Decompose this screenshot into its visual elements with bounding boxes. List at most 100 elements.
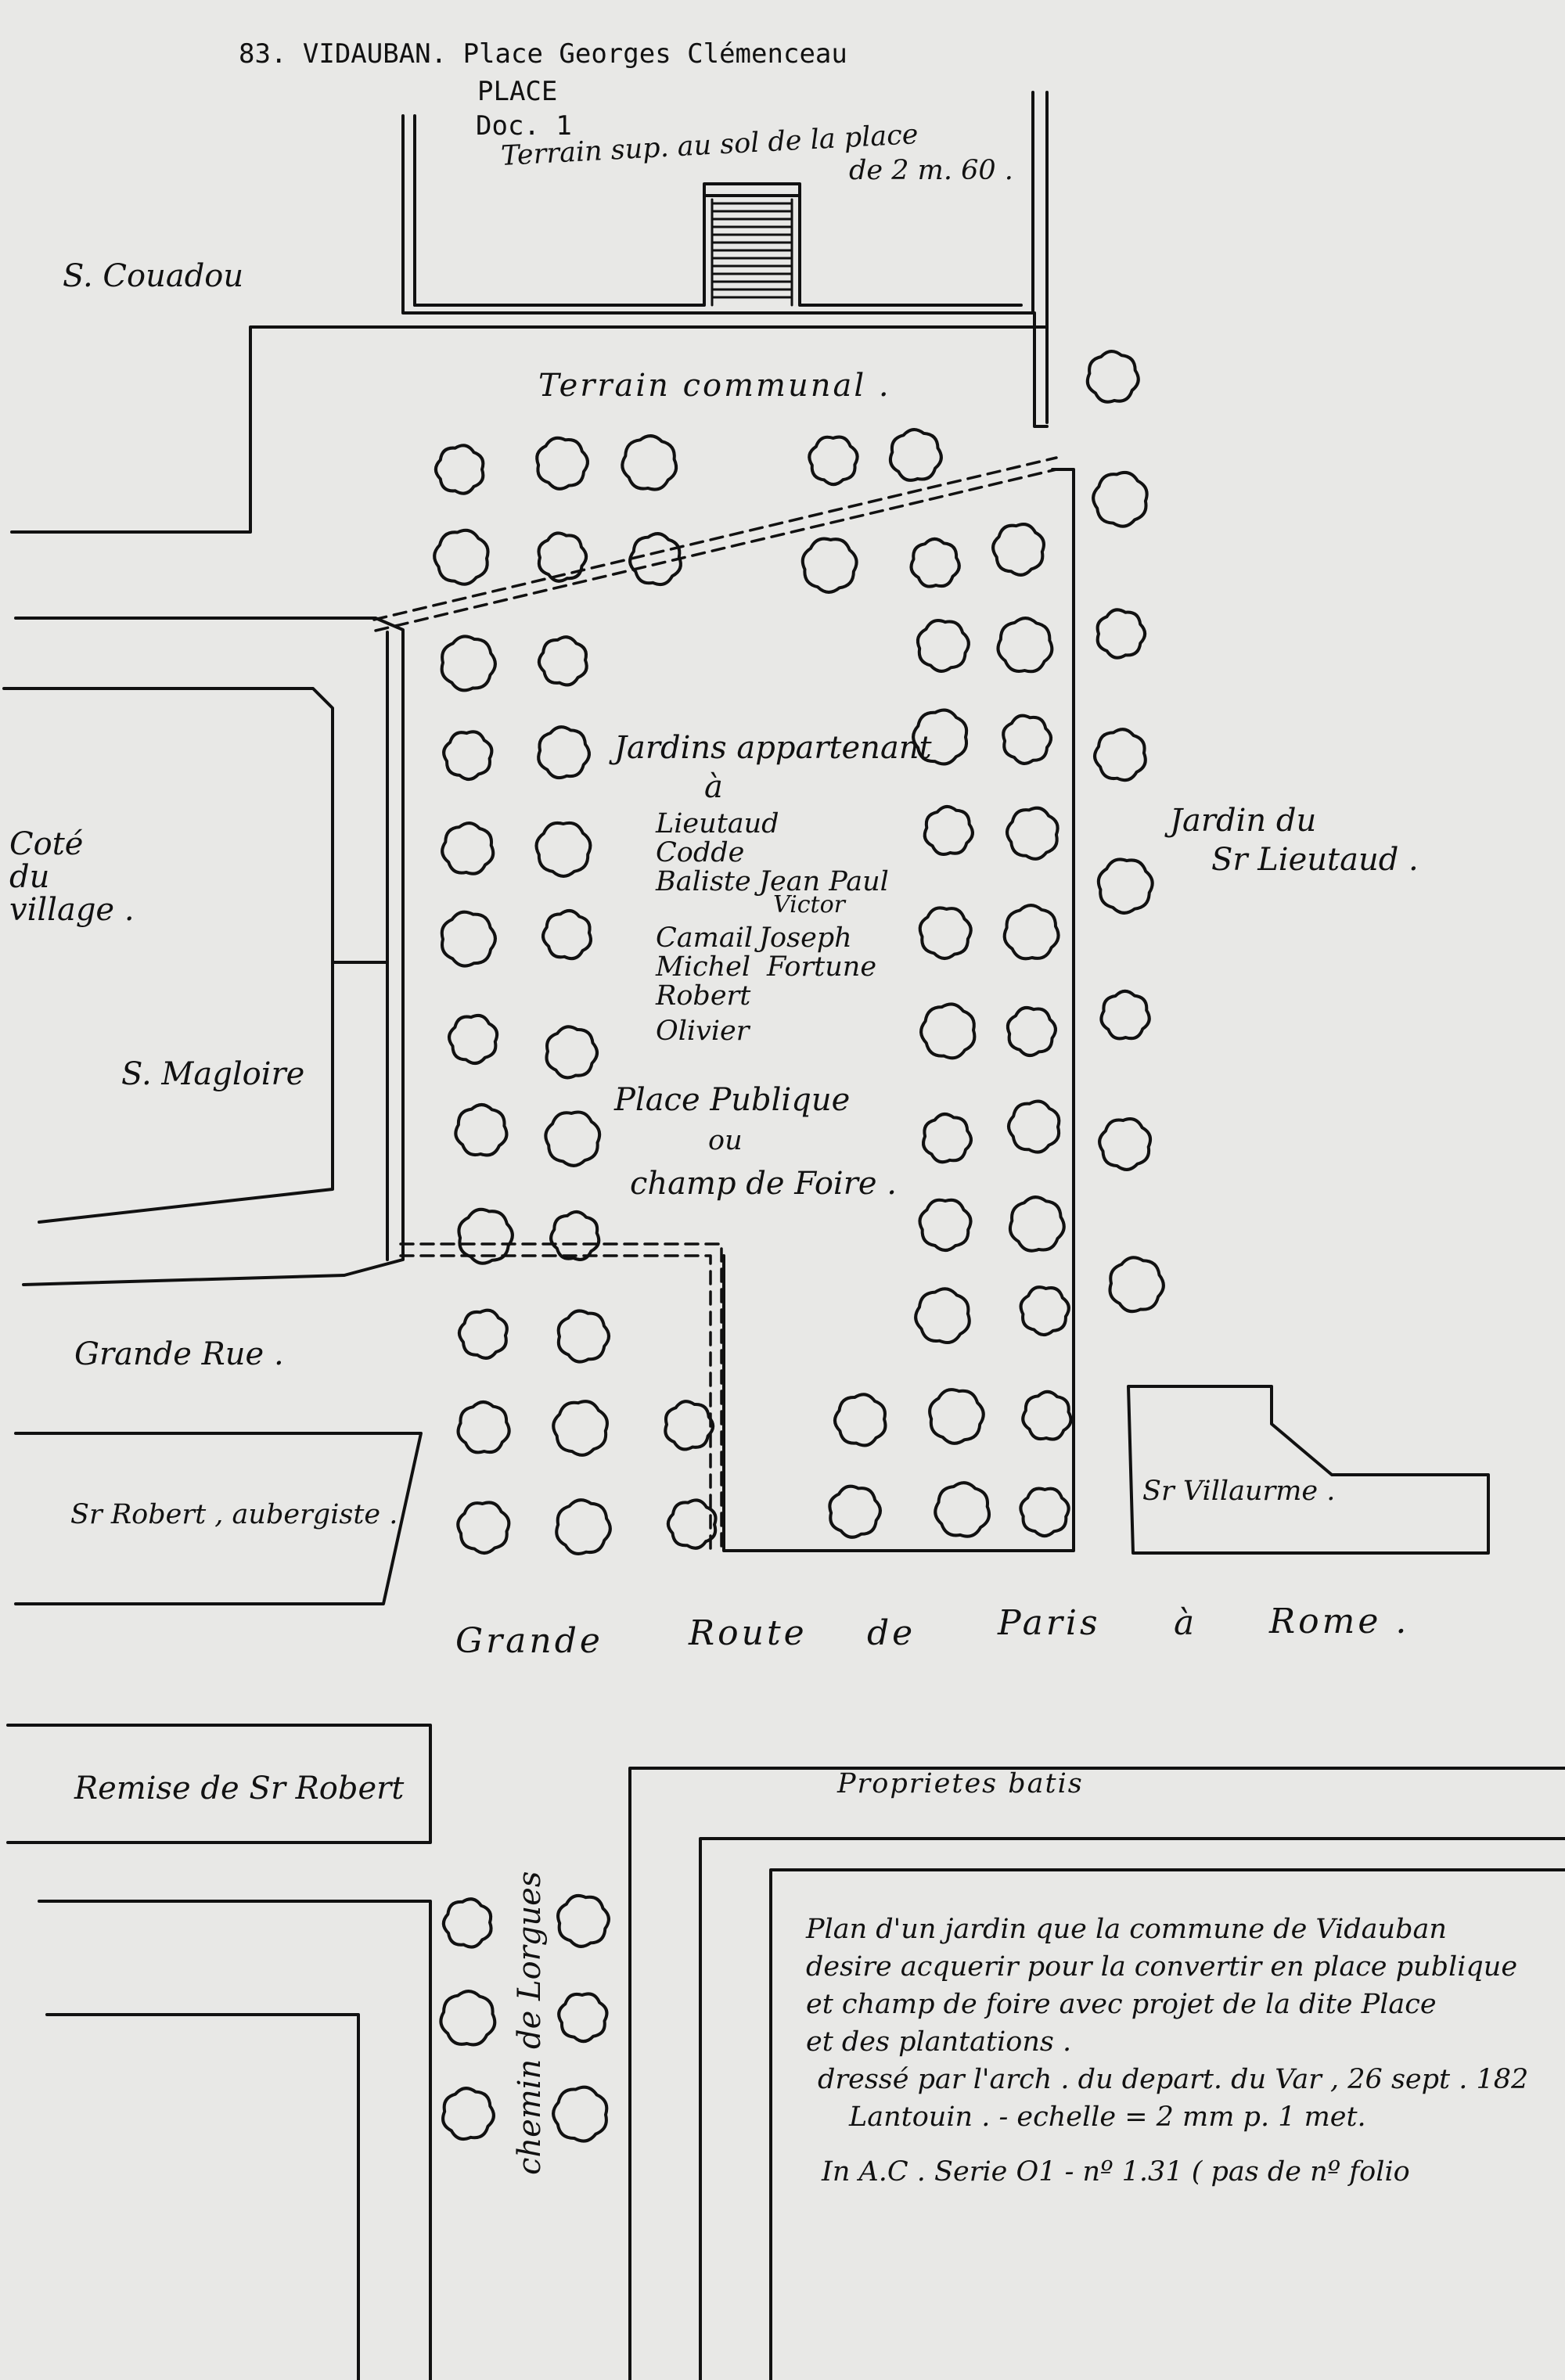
magloire-block [2, 617, 405, 1286]
tree-symbol [664, 1400, 715, 1451]
label-s-couadou: S. Couadou [63, 258, 244, 294]
label-s-magloire: S. Magloire [121, 1056, 305, 1092]
label-cote-du-village: Coté du village . [9, 828, 135, 926]
tree-symbol [555, 1498, 612, 1555]
label-proprietes: Proprietes batis [837, 1768, 1084, 1799]
tree-symbol [912, 708, 969, 766]
tree-symbol [919, 1002, 977, 1060]
tree-symbol [1007, 1099, 1061, 1154]
tree-symbol [666, 1498, 718, 1550]
tree-symbol [440, 910, 497, 968]
couadou-boundary [10, 325, 1049, 534]
road-word-2: Route [689, 1613, 808, 1653]
lower-lane-left [38, 1900, 432, 2380]
tree-symbol [628, 532, 682, 586]
tree-symbol [1092, 470, 1149, 528]
owner-row: Robert [656, 982, 779, 1017]
tree-symbol [557, 1992, 609, 2044]
tree-symbol [1002, 714, 1053, 765]
tree-symbol [923, 804, 974, 856]
tree-plantations [433, 350, 1165, 2143]
tree-symbol [1098, 1117, 1152, 1171]
label-jardin-lieutaud: Jardin du [1170, 803, 1317, 839]
properties-outline-2 [699, 1837, 1565, 2380]
terrain-sup-note-height: de 2 m. 60 . [849, 155, 1013, 186]
legend-line: et des plantations . [806, 2026, 1072, 2058]
road-word-4: Paris [998, 1603, 1101, 1643]
owner-name: Camail [656, 922, 754, 954]
tree-symbol [1099, 989, 1151, 1041]
tree-symbol [537, 635, 588, 687]
tree-symbol [928, 1388, 985, 1445]
remise-block [6, 1724, 432, 1844]
legend-line: desire acquerir pour la convertir en pla… [806, 1951, 1518, 1983]
label-place-publique: Place Publique [614, 1082, 851, 1118]
owner-name: Olivier [656, 1016, 750, 1047]
tree-symbol [621, 434, 678, 491]
tree-symbol [1019, 1285, 1070, 1337]
owner-row: Olivier [656, 1017, 779, 1046]
tree-symbol [918, 1198, 973, 1253]
label-jardins-a: à [704, 769, 723, 805]
villaurme-block [1127, 1385, 1490, 1555]
tree-symbol [535, 436, 589, 491]
cote-line-2: du [9, 859, 50, 895]
tree-symbol [1108, 1256, 1165, 1314]
owner-first-name: Fortune [767, 951, 877, 983]
tree-symbol [440, 635, 497, 692]
top-terrace [401, 91, 1049, 428]
legend-line: et champ de foire avec projet de la dite… [806, 1989, 1437, 2020]
road-word-5: à [1174, 1603, 1198, 1643]
tree-symbol [1085, 350, 1140, 404]
staircase [711, 198, 793, 307]
header-doc: Doc. 1 [476, 110, 572, 142]
tree-symbol [1006, 806, 1060, 861]
road-word-3: de [867, 1613, 916, 1653]
tree-symbol [456, 1501, 511, 1555]
tree-symbol [1096, 608, 1147, 660]
label-jardin-lieutaud-owner: Sr Lieutaud . [1211, 842, 1419, 878]
owner-name: Codde [656, 837, 745, 868]
owner-row: Victor [656, 893, 845, 924]
tree-symbol [1021, 1390, 1073, 1441]
properties-outline-1 [628, 1767, 1565, 2380]
tree-symbol [545, 1025, 599, 1080]
tree-symbol [433, 528, 490, 586]
tree-symbol [1002, 904, 1060, 961]
tree-symbol [537, 725, 591, 780]
header-title: 83. VIDAUBAN. Place Georges Clémenceau [239, 38, 847, 70]
owner-name: Robert [656, 980, 751, 1012]
cote-line-3: village . [9, 892, 135, 928]
label-remise: Remise de Sr Robert [74, 1771, 405, 1807]
legend-block: Plan d'un jardin que la commune de Vidau… [806, 1914, 1528, 2195]
tree-symbol [439, 1990, 497, 2047]
label-terrain-communal: Terrain communal . [538, 368, 891, 404]
owner-name: Baliste [656, 866, 751, 897]
label-place-publique-ou: ou [708, 1125, 743, 1156]
tree-symbol [833, 1393, 887, 1447]
tree-symbol [544, 1110, 602, 1167]
tree-symbol [922, 1113, 973, 1164]
tree-symbol [556, 1309, 611, 1364]
tree-symbol [918, 906, 973, 960]
tree-symbol [916, 619, 970, 673]
owner-row: Codde [656, 839, 779, 868]
tree-symbol [1019, 1487, 1070, 1538]
tree-symbol [909, 537, 961, 588]
tree-symbol [991, 523, 1045, 577]
tree-symbol [828, 1484, 882, 1539]
label-jardins: Jardins appartenant [614, 730, 932, 766]
legend-line: Plan d'un jardin que la commune de Vidau… [806, 1914, 1447, 1945]
tree-symbol [934, 1481, 991, 1538]
road-word-6: Rome . [1269, 1602, 1410, 1641]
robert-block [14, 1432, 423, 1605]
tree-symbol [1008, 1195, 1066, 1253]
tree-symbol [552, 2085, 609, 2143]
legend-frame [769, 1868, 1565, 2380]
tree-symbol [441, 1897, 493, 1949]
cote-line-1: Coté [9, 826, 84, 862]
tree-symbol [914, 1287, 971, 1344]
